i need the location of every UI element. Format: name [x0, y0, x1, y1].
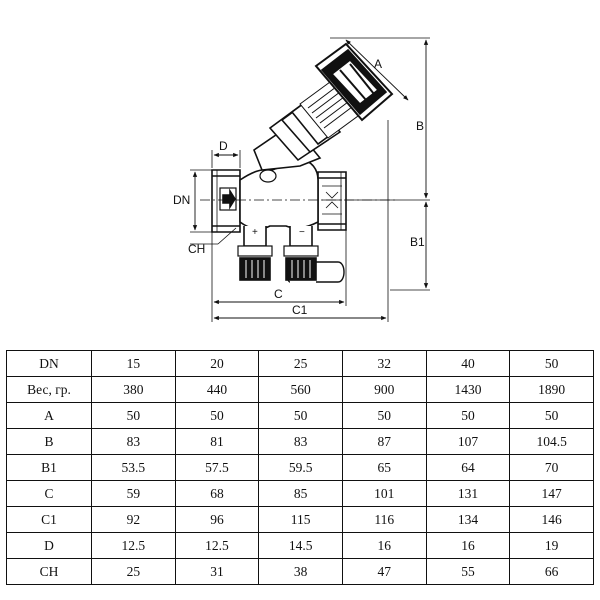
table-cell: 116 — [341, 506, 427, 533]
label-C: C — [274, 287, 283, 301]
table-cell: 147 — [509, 480, 594, 507]
table-row: B 83 81 83 87 107 104.5 — [6, 428, 594, 455]
table-cell: 66 — [509, 558, 594, 585]
table-cell: 146 — [509, 506, 594, 533]
table-row: C1 92 96 115 116 134 146 — [6, 506, 594, 533]
table-cell: 57.5 — [174, 454, 260, 481]
table-cell: 50 — [341, 402, 427, 429]
table-cell: 53.5 — [91, 454, 176, 481]
table-cell: 83 — [91, 428, 176, 455]
row-label: DN — [6, 350, 92, 377]
table-cell: 81 — [174, 428, 260, 455]
table-cell: 134 — [425, 506, 511, 533]
table-cell: 115 — [258, 506, 343, 533]
dim-line-A — [345, 39, 409, 101]
table-cell: 92 — [91, 506, 176, 533]
row-label: C1 — [6, 506, 92, 533]
table-cell: 25 — [258, 350, 343, 377]
table-row: B1 53.5 57.5 59.5 65 64 70 — [6, 454, 594, 481]
row-label: A — [6, 402, 92, 429]
label-CH: CH — [188, 242, 205, 256]
table-cell: 96 — [174, 506, 260, 533]
table-cell: 440 — [174, 376, 260, 403]
table-cell: 50 — [174, 402, 260, 429]
valve-technical-drawing: + − — [173, 37, 430, 322]
table-cell: 101 — [341, 480, 427, 507]
table-cell: 83 — [258, 428, 343, 455]
table-cell: 14.5 — [258, 532, 343, 559]
table-row: C 59 68 85 101 131 147 — [6, 480, 594, 507]
row-label: Вес, гр. — [6, 376, 92, 403]
table-cell: 38 — [258, 558, 343, 585]
test-cap-left — [239, 257, 271, 281]
table-cell: 107 — [425, 428, 511, 455]
table-cell: 59.5 — [258, 454, 343, 481]
right-threaded-end — [317, 171, 347, 231]
table-cell: 50 — [425, 402, 511, 429]
row-label: CH — [6, 558, 92, 585]
table-cell: 64 — [425, 454, 511, 481]
table-cell: 1430 — [425, 376, 511, 403]
label-DN: DN — [173, 193, 190, 207]
row-label: D — [6, 532, 92, 559]
table-cell: 59 — [91, 480, 176, 507]
table-cell: 68 — [174, 480, 260, 507]
table-cell: 85 — [258, 480, 343, 507]
svg-text:+: + — [252, 227, 258, 238]
row-label: B — [6, 428, 92, 455]
label-B: B — [416, 119, 424, 133]
label-C1: C1 — [292, 303, 308, 317]
table-cell: 50 — [509, 402, 594, 429]
svg-text:−: − — [299, 227, 305, 238]
table-cell: 65 — [341, 454, 427, 481]
table-cell: 560 — [258, 376, 343, 403]
table-cell: 32 — [341, 350, 427, 377]
table-cell: 50 — [258, 402, 343, 429]
table-row: Вес, гр. 380 440 560 900 1430 1890 — [6, 376, 594, 403]
table-cell: 16 — [341, 532, 427, 559]
table-row: A 50 50 50 50 50 50 — [6, 402, 594, 429]
test-cap-right — [285, 257, 345, 283]
table-cell: 380 — [91, 376, 176, 403]
table-cell: 131 — [425, 480, 511, 507]
brand-logo — [259, 169, 277, 183]
table-cell: 12.5 — [174, 532, 260, 559]
table-cell: 50 — [91, 402, 176, 429]
row-label: B1 — [6, 454, 92, 481]
table-cell: 55 — [425, 558, 511, 585]
label-A: A — [374, 57, 382, 71]
table-cell: 900 — [341, 376, 427, 403]
label-B1: B1 — [410, 235, 425, 249]
table-cell: 87 — [341, 428, 427, 455]
label-D: D — [219, 139, 228, 153]
table-cell: 25 — [91, 558, 176, 585]
table-cell: 47 — [341, 558, 427, 585]
table-cell: 20 — [174, 350, 260, 377]
table-cell: 50 — [509, 350, 594, 377]
table-cell: 31 — [174, 558, 260, 585]
table-cell: 70 — [509, 454, 594, 481]
table-row: D 12.5 12.5 14.5 16 16 19 — [6, 532, 594, 559]
table-row: CH 25 31 38 47 55 66 — [6, 558, 594, 585]
dimension-table: DN 15 20 25 32 40 50 Вес, гр. 380 440 56… — [6, 350, 594, 585]
row-label: C — [6, 480, 92, 507]
table-cell: 1890 — [509, 376, 594, 403]
table-cell: 19 — [509, 532, 594, 559]
table-cell: 15 — [91, 350, 176, 377]
table-header-row: DN 15 20 25 32 40 50 — [6, 350, 594, 377]
valve-body: + − — [211, 42, 394, 283]
table-cell: 40 — [425, 350, 511, 377]
table-cell: 12.5 — [91, 532, 176, 559]
extension-lines — [190, 37, 430, 322]
table-cell: 104.5 — [509, 428, 594, 455]
table-cell: 16 — [425, 532, 511, 559]
